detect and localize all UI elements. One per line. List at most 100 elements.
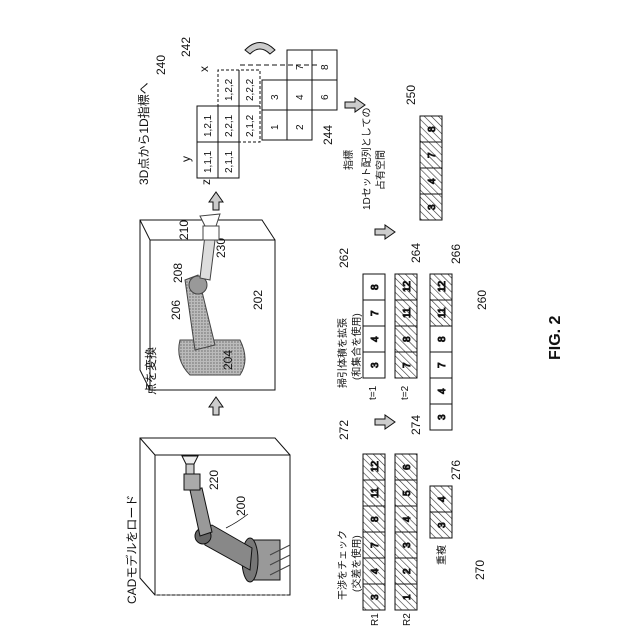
overlap-array: 3 4	[430, 486, 452, 538]
arrow-convert-to-index	[209, 192, 223, 210]
r2-3: 3	[402, 542, 413, 548]
arrow-expand	[375, 225, 395, 239]
ref-266: 266	[449, 244, 463, 264]
index-3: 3	[270, 94, 281, 100]
r1-11: 11	[370, 487, 381, 498]
occ-7: 7	[427, 152, 438, 158]
caption-overlap: 重複	[435, 545, 448, 565]
r1-4: 4	[370, 568, 381, 574]
panel-index: 3D点から1D指標へ 240 242 y x z 1,1,1 1,2,1 2,1…	[136, 37, 365, 185]
robot-icon-load	[182, 456, 290, 582]
ov-4: 4	[437, 496, 448, 502]
caption-expand-2: (和集合を使用)	[350, 313, 363, 380]
result-array: 3 4 7 8 11 12	[430, 274, 452, 430]
index-7: 7	[295, 64, 306, 70]
ref-220: 220	[207, 470, 221, 490]
cell-221: 2,2,1	[224, 114, 235, 137]
r2-6: 6	[402, 464, 413, 470]
caption-interference-2: (交差を使用)	[350, 535, 363, 592]
caption-index: 3D点から1D指標へ	[136, 82, 151, 185]
t1-3: 3	[370, 362, 381, 368]
ref-202: 202	[251, 290, 265, 310]
r1-12: 12	[370, 460, 381, 472]
caption-interference-1: 干渉をチェック	[336, 530, 349, 600]
t1-4: 4	[370, 336, 381, 342]
ref-244: 244	[321, 125, 335, 145]
panel-occupancy: 1Dセット配列としての 占有空間 250 3 4 7 8	[360, 85, 442, 220]
occupancy-array: 3 4 7 8	[420, 116, 442, 220]
t2-12: 12	[402, 280, 413, 292]
panel-expand: 掃引体積を拡張 (和集合を使用) t=1 t=2 262 264 266 260…	[336, 225, 489, 430]
caption-expand-1: 掃引体積を拡張	[336, 318, 349, 388]
index-8: 8	[320, 64, 331, 70]
ref-242: 242	[179, 37, 193, 57]
label-r2: R2	[402, 613, 413, 626]
res-7: 7	[437, 362, 448, 368]
index-6: 6	[320, 94, 331, 100]
r1-7: 7	[370, 542, 381, 548]
r2-1: 1	[402, 594, 413, 600]
ov-3: 3	[437, 522, 448, 528]
index-2: 2	[295, 124, 306, 130]
r2-array: 1 2 3 4 5 6	[395, 454, 417, 610]
caption-occupancy-1: 1Dセット配列としての	[360, 108, 373, 210]
label-r1: R1	[370, 613, 381, 626]
rotate-arrow-icon	[245, 43, 275, 55]
axis-x: x	[197, 66, 211, 72]
grid-3d-labels: 1,1,1 1,2,1 2,1,1 2,2,1 1,2,2 2,2,2 2,1,…	[203, 78, 256, 173]
axis-z: z	[199, 179, 213, 185]
ref-276: 276	[449, 460, 463, 480]
ref-208: 208	[171, 263, 185, 283]
index-grid-labels: 1 2 3 4 7 8 6	[270, 64, 331, 130]
ref-230: 230	[214, 238, 228, 258]
res-11: 11	[437, 307, 448, 318]
res-3: 3	[437, 414, 448, 420]
cell-111: 1,1,1	[203, 150, 214, 173]
r1-array: 3 4 7 8 11 12	[363, 454, 385, 610]
r2-5: 5	[402, 490, 413, 496]
cell-211: 2,1,1	[224, 150, 235, 173]
occ-3: 3	[427, 204, 438, 210]
label-t1: t=1	[368, 385, 379, 400]
arrow-load-to-convert	[209, 397, 223, 415]
index-1: 1	[270, 124, 281, 130]
occ-4: 4	[427, 178, 438, 184]
t2-array: 7 8 11 12	[395, 274, 417, 378]
ref-240: 240	[154, 55, 168, 75]
figure-label: FIG. 2	[547, 315, 564, 360]
res-4: 4	[437, 388, 448, 394]
cell-212: 2,1,2	[245, 114, 256, 137]
t2-11: 11	[402, 307, 413, 318]
t2-7: 7	[402, 362, 413, 368]
panel-interference: 干渉をチェック (交差を使用) R1 R2 272 2 7 4 276 270 重複…	[336, 415, 487, 626]
axis-y: y	[179, 156, 193, 162]
r2-2: 2	[402, 568, 413, 574]
ref-204: 204	[221, 350, 235, 370]
occ-8: 8	[427, 126, 438, 132]
cell-222: 2,2,2	[245, 78, 256, 101]
r1-3: 3	[370, 594, 381, 600]
res-8: 8	[437, 336, 448, 342]
ref-270: 270	[473, 560, 487, 580]
ref-262: 262	[337, 248, 351, 268]
t1-array: 3 4 7 8	[363, 274, 385, 378]
cell-122: 1,2,2	[224, 78, 235, 101]
caption-occupancy-2: 占有空間	[374, 150, 387, 190]
ref-200: 200	[234, 496, 248, 516]
ref-264: 264	[409, 243, 423, 263]
t1-8: 8	[370, 284, 381, 290]
ref-250: 250	[404, 85, 418, 105]
caption-index-label: 指標	[342, 150, 355, 170]
t1-7: 7	[370, 310, 381, 316]
ref-206: 206	[169, 300, 183, 320]
t2-8: 8	[402, 336, 413, 342]
caption-load: CADモデルをロード	[124, 495, 139, 604]
ref-260: 260	[475, 290, 489, 310]
panel-convert: 点を変換 230 210 208 206 202 204	[140, 192, 275, 395]
r1-8: 8	[370, 516, 381, 522]
res-12: 12	[437, 280, 448, 292]
index-4: 4	[295, 94, 306, 100]
ref-272: 272	[337, 420, 351, 440]
r2-4: 4	[402, 516, 413, 522]
